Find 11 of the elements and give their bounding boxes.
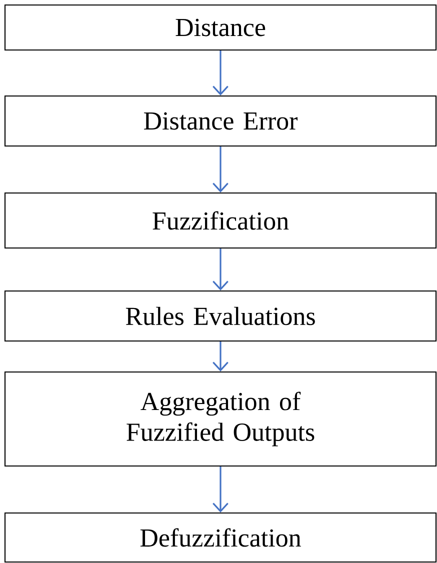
process-box: Aggregation of Fuzzified Outputs [4,371,437,467]
process-box: Defuzzification [4,512,437,563]
arrow [212,248,228,290]
process-box: Distance Error [4,95,437,147]
arrow [212,466,228,512]
process-box: Rules Evaluations [4,290,437,342]
arrow [212,50,228,96]
arrow [212,342,228,372]
process-box: Fuzzification [4,192,437,249]
process-box: Distance [4,4,437,51]
arrow [212,146,228,192]
